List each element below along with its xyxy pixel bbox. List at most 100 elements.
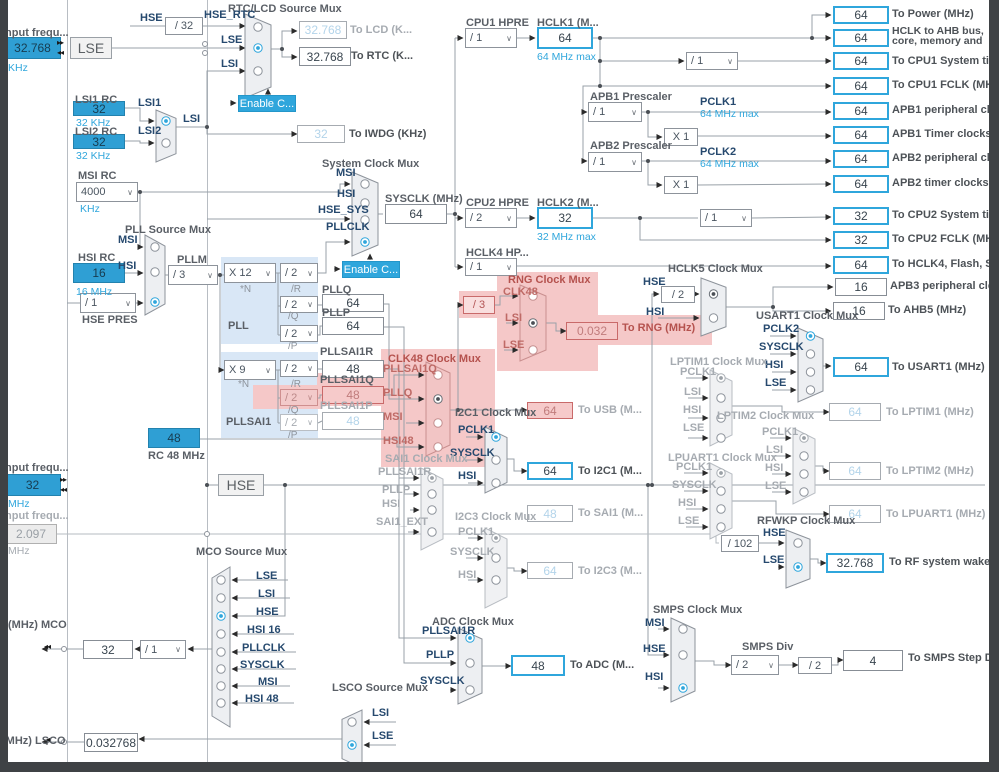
to-power-value[interactable]: 64 [833, 6, 889, 24]
pllm-select[interactable]: / 3∨ [168, 265, 218, 285]
mco-source-mux-radio-1[interactable] [216, 593, 226, 603]
pll-source-mux-radio-1[interactable] [150, 267, 160, 277]
apb3-periph-value[interactable]: 16 [835, 278, 887, 296]
lsco-source-mux-radio-0[interactable] [347, 717, 357, 727]
hclk5-clock-mux-radio-0[interactable] [708, 289, 719, 299]
i2c1-clock-mux-radio-2[interactable] [491, 478, 501, 488]
sai1-clock-mux-radio-1[interactable] [427, 489, 437, 499]
adc-clock-mux-radio-1[interactable] [465, 658, 475, 668]
adc-clock-mux-radio-2[interactable] [465, 685, 475, 695]
mco-source-mux-radio-0[interactable] [216, 575, 226, 585]
lpuart1-clock-mux-radio-1[interactable] [716, 486, 726, 496]
usart1-clock-mux-radio-2[interactable] [805, 367, 816, 377]
lsco-source-mux-radio-1[interactable] [347, 740, 357, 750]
i2c3-clock-mux-radio-2[interactable] [491, 575, 501, 585]
rtc-lcd-source-mux-radio-0[interactable] [253, 22, 263, 32]
pll-r-select[interactable]: / 2∨ [280, 263, 318, 283]
lptim1-clock-mux-radio-3[interactable] [716, 433, 726, 443]
lptim2-clock-mux-radio-0[interactable] [799, 433, 809, 443]
pll-p-select[interactable]: / 2∨ [280, 325, 318, 342]
mco-source-mux-radio-5[interactable] [216, 664, 226, 674]
mco-source-mux-radio-4[interactable] [216, 647, 226, 657]
cpu2-systimer-value[interactable]: 32 [833, 207, 889, 225]
sysclk-value[interactable]: 64 [385, 204, 447, 224]
rfwkp-clock-mux-radio-1[interactable] [793, 562, 803, 572]
mco-source-mux-radio-3[interactable] [216, 629, 226, 639]
usart1-clock-mux-radio-1[interactable] [805, 349, 816, 359]
ahb5-value[interactable]: 16 [833, 302, 885, 320]
rtc-freq-value[interactable]: 32.768 [299, 47, 351, 66]
usart1-clock-mux-radio-0[interactable] [805, 331, 816, 341]
hclk4-hpre-select[interactable]: / 1∨ [465, 258, 517, 276]
lpuart1-clock-mux-radio-0[interactable] [716, 468, 726, 478]
lse-chip[interactable]: LSE [70, 37, 112, 59]
cpu1-hpre-select[interactable]: / 1∨ [465, 28, 517, 48]
cpu2-hpre-select[interactable]: / 2∨ [465, 208, 517, 228]
pllsai1r-value[interactable]: 48 [322, 360, 384, 378]
adc-value[interactable]: 48 [511, 655, 565, 676]
hsi48-rc-value[interactable]: 48 [148, 428, 200, 448]
pll-q-select[interactable]: / 2∨ [280, 296, 318, 313]
pllq-value[interactable]: 64 [322, 294, 384, 312]
rfwkp-clock-mux-radio-0[interactable] [793, 538, 803, 548]
window-frame-bottom[interactable] [0, 762, 999, 772]
window-frame-right[interactable] [989, 0, 999, 772]
cpu1-fclk-value[interactable]: 64 [833, 77, 889, 95]
hse-pres-select[interactable]: / 1∨ [80, 293, 136, 313]
lpuart1-clock-mux-radio-3[interactable] [716, 522, 726, 532]
smps-div-select[interactable]: / 2∨ [731, 655, 779, 675]
mco-div-select[interactable]: / 1∨ [140, 640, 186, 659]
hclk1-value[interactable]: 64 [537, 27, 593, 49]
system-clock-mux-radio-3[interactable] [360, 237, 370, 247]
apb2-timer-value[interactable]: 64 [833, 175, 889, 193]
mco-source-mux-radio-7[interactable] [216, 698, 226, 708]
rtc-lcd-source-mux-radio-1[interactable] [253, 43, 263, 53]
sai1-clock-mux-radio-3[interactable] [427, 527, 437, 537]
system-clock-mux-radio-0[interactable] [360, 179, 370, 189]
lsi1-rc-value[interactable]: 32 [73, 101, 125, 116]
usart1-clock-mux-radio-3[interactable] [805, 385, 816, 395]
cpu2-systimer-div[interactable]: / 1∨ [700, 209, 752, 227]
hse-chip[interactable]: HSE [218, 474, 264, 496]
pll-source-mux-radio-2[interactable] [150, 297, 160, 307]
smps-clock-mux-radio-1[interactable] [678, 650, 688, 660]
rtc-lcd-source-mux-radio-2[interactable] [253, 66, 263, 76]
apb1-timer-value[interactable]: 64 [833, 126, 889, 144]
cpu1-systimer-div[interactable]: / 1∨ [686, 52, 738, 70]
usart1-value[interactable]: 64 [833, 357, 889, 377]
cpu2-fclk-value[interactable]: 32 [833, 231, 889, 249]
pll-source-mux-radio-0[interactable] [150, 242, 160, 252]
smps-clock-mux-radio-2[interactable] [678, 683, 688, 693]
lsi2-rc-value[interactable]: 32 [73, 134, 125, 149]
lse-input-frequency[interactable]: 32.768 [4, 37, 61, 59]
hsi-rc-value[interactable]: 16 [73, 263, 125, 283]
cpu1-systimer-value[interactable]: 64 [833, 52, 889, 70]
rf-wakeup-value[interactable]: 32.768 [826, 553, 884, 573]
smps-value[interactable]: 4 [843, 650, 903, 671]
i2c1-value[interactable]: 64 [527, 462, 573, 480]
msi-rc-select[interactable]: 4000∨ [76, 182, 138, 202]
hclk-ahb-value[interactable]: 64 [833, 29, 889, 47]
pllsai1-r-select[interactable]: / 2∨ [280, 360, 318, 377]
lptim2-clock-mux-radio-3[interactable] [799, 487, 809, 497]
lptim1-clock-mux-radio-0[interactable] [716, 373, 726, 383]
pllp-value[interactable]: 64 [322, 317, 384, 335]
hse-input-frequency[interactable]: 32 [4, 474, 61, 496]
lpuart1-clock-mux-radio-2[interactable] [716, 504, 726, 514]
mco-source-mux-radio-6[interactable] [216, 681, 226, 691]
mco-value[interactable]: 32 [83, 640, 133, 659]
pll-n-select[interactable]: X 12∨ [224, 263, 276, 283]
lptim2-clock-mux-radio-1[interactable] [799, 451, 809, 461]
apb1-prescaler-select[interactable]: / 1∨ [588, 102, 642, 122]
apb2-periph-value[interactable]: 64 [833, 150, 889, 168]
lsco-value[interactable]: 0.032768 [84, 733, 138, 752]
apb2-prescaler-select[interactable]: / 1∨ [588, 152, 642, 172]
smps-clock-mux-radio-0[interactable] [678, 624, 688, 634]
pllsai1-n-select[interactable]: X 9∨ [224, 360, 276, 380]
apb1-periph-value[interactable]: 64 [833, 102, 889, 120]
hclk2-value[interactable]: 32 [537, 207, 593, 229]
lptim1-clock-mux-radio-1[interactable] [716, 393, 726, 403]
sai1-clock-mux-radio-2[interactable] [427, 505, 437, 515]
lptim2-clock-mux-radio-2[interactable] [799, 469, 809, 479]
hclk4-value[interactable]: 64 [833, 256, 889, 274]
